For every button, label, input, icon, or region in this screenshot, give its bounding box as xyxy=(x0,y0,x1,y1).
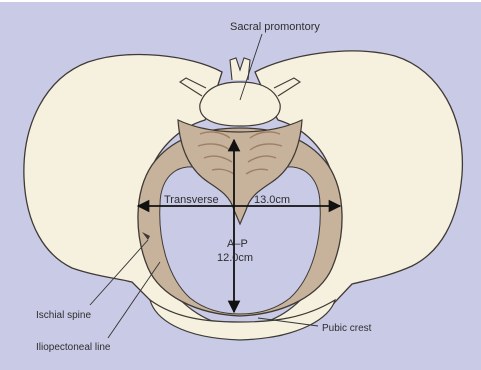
label-ap-value: 12.0cm xyxy=(217,252,253,264)
top-margin xyxy=(0,0,481,2)
label-iliopectoneal-line: Iliopectoneal line xyxy=(36,342,111,353)
lumbar-vertebra xyxy=(200,82,280,126)
label-ap: A–P xyxy=(227,238,248,250)
label-sacral-promontory: Sacral promontory xyxy=(230,21,320,33)
label-pubic-crest: Pubic crest xyxy=(322,323,372,334)
label-transverse-value: 13.0cm xyxy=(254,194,290,206)
label-transverse: Transverse xyxy=(164,194,219,206)
label-ischial-spine: Ischial spine xyxy=(36,310,91,321)
